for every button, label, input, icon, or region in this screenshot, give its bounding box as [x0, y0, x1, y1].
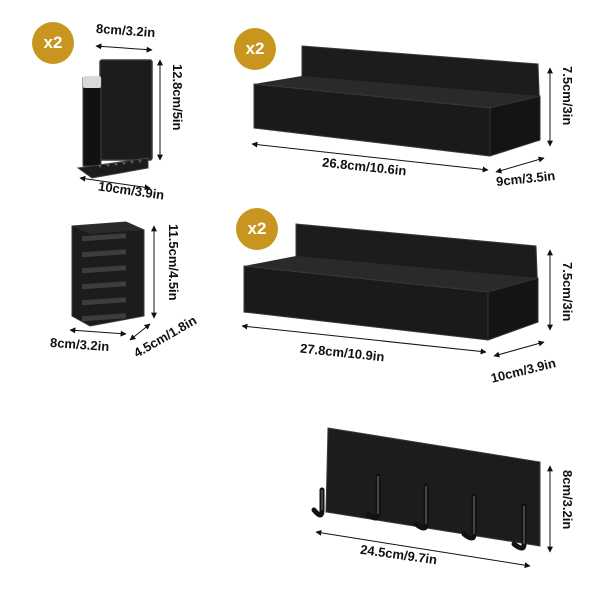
utensil-holder-image [71, 221, 145, 327]
dim-line [315, 529, 531, 569]
dim-line [495, 156, 545, 174]
dimension-label: 8cm/3.2in [95, 20, 156, 41]
dimension-label: 7.5cm/3in [560, 66, 575, 126]
dim-line [493, 340, 545, 358]
quantity-badge: x2 [32, 22, 74, 64]
dim-line [79, 175, 151, 191]
shelf-small-image [253, 45, 541, 157]
dimension-label: 12.8cm/5in [170, 64, 185, 131]
dim-line [129, 323, 151, 341]
dimension-label: 8cm/3.2in [560, 470, 575, 530]
quantity-badge: x2 [234, 28, 276, 70]
dim-line [251, 141, 489, 173]
paper-towel-holder-image [76, 59, 153, 179]
dimension-label: 7.5cm/3in [560, 262, 575, 322]
hook-rack-image [311, 427, 541, 551]
dim-line [95, 43, 153, 53]
dim-line [241, 323, 487, 355]
shelf-large-image [243, 223, 539, 341]
quantity-badge: x2 [236, 208, 278, 250]
dimension-label: 11.5cm/4.5in [166, 224, 181, 301]
dimension-label: 8cm/3.2in [49, 334, 110, 355]
dim-line [69, 327, 127, 337]
